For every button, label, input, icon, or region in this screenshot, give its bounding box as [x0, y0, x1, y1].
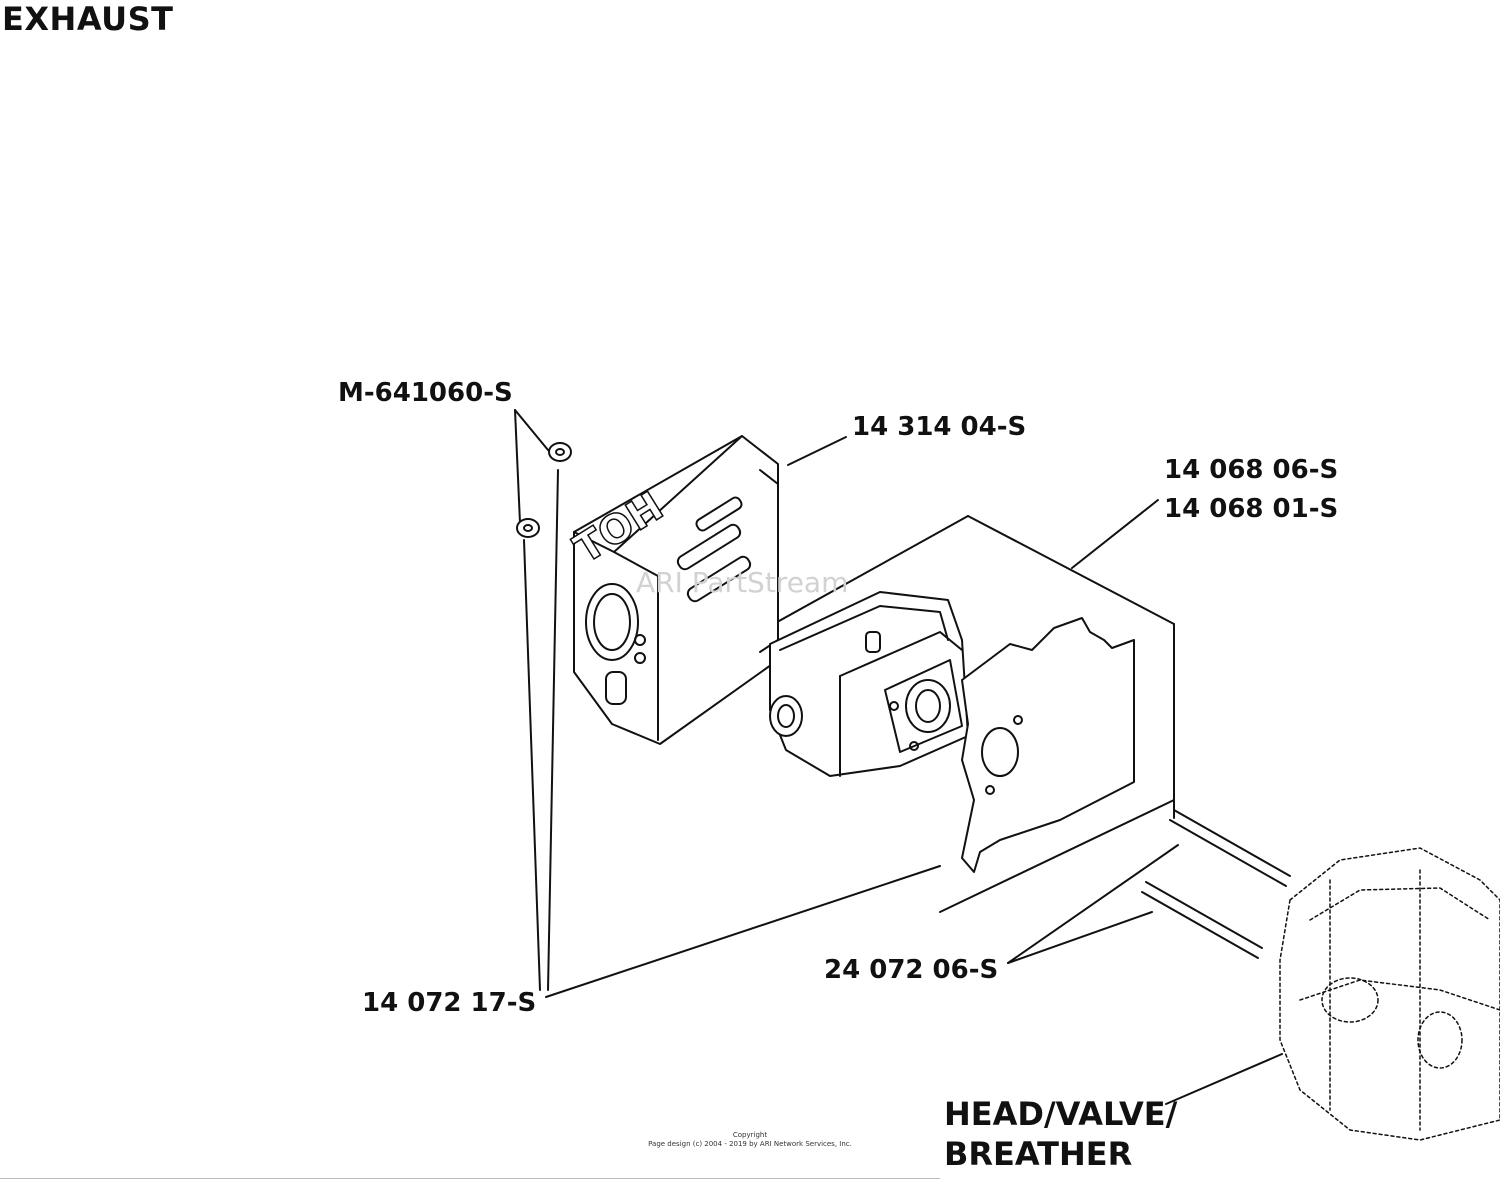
bottom-rule [0, 1178, 940, 1179]
watermark: ARI PartStream [636, 566, 849, 599]
footer-line-1: Copyright [732, 1131, 768, 1139]
leader-lines [514, 409, 1283, 1105]
callout-line-1: HEAD/VALVE/ [944, 1095, 1178, 1133]
part-label-nut[interactable]: M-641060-S [338, 378, 513, 408]
stud-lower-drawing [1141, 881, 1263, 959]
cylinder-head-phantom [1279, 847, 1500, 1141]
callout-line-2: BREATHER [944, 1135, 1133, 1173]
heat-shield-drawing [573, 435, 779, 745]
copyright-footer: Copyright Page design (c) 2004 - 2019 by… [600, 1131, 900, 1149]
gasket-drawing [961, 617, 1135, 873]
page-title: EXHAUST [2, 0, 174, 38]
part-label-screw[interactable]: 14 072 17-S [362, 988, 537, 1018]
part-label-muffler-1[interactable]: 14 068 06-S [1164, 455, 1339, 485]
part-label-muffler-2[interactable]: 14 068 01-S [1164, 494, 1339, 524]
part-label-heat-shield[interactable]: 14 314 04-S [852, 412, 1027, 442]
nut-bottom-shape [516, 518, 540, 538]
muffler-drawing [769, 591, 969, 777]
part-label-stud[interactable]: 24 072 06-S [824, 955, 999, 985]
footer-line-2: Page design (c) 2004 - 2019 by ARI Netwo… [648, 1140, 852, 1148]
nut-top-shape [548, 442, 572, 462]
stud-upper-drawing [1169, 809, 1291, 887]
callout-head-valve-breather[interactable]: HEAD/VALVE/ BREATHER [944, 1094, 1177, 1174]
